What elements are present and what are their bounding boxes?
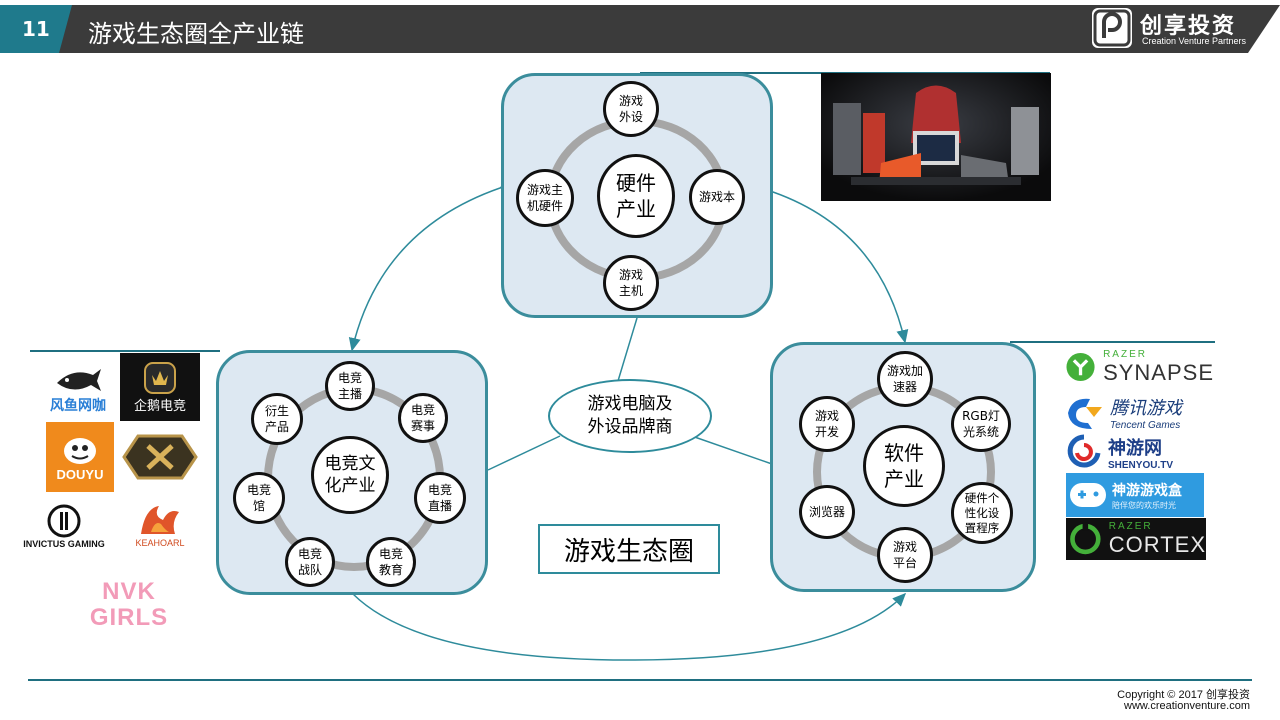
software-node-accelerator: 游戏加 速器 <box>877 351 933 407</box>
connector-software-ellipse <box>685 433 773 465</box>
software-node-platform: 游戏 平台 <box>877 527 933 583</box>
hardware-node-peripherals: 游戏 外设 <box>603 81 659 137</box>
software-node-customization: 硬件个 性化设 置程序 <box>951 482 1013 544</box>
esports-node-team: 电竞 战队 <box>285 537 335 587</box>
logo-invictus: INVICTUS GAMING <box>22 495 106 557</box>
hardware-node-pc-hardware: 游戏主 机硬件 <box>516 169 574 227</box>
brand-maker-ellipse: 游戏电脑及 外设品牌商 <box>548 379 712 453</box>
logo-fish-cafe: 风鱼网咖 <box>40 360 116 420</box>
brand-icon <box>1092 8 1132 48</box>
software-node-dev: 游戏 开发 <box>799 396 855 452</box>
header-background <box>0 5 1280 53</box>
connector-esports-ellipse <box>487 435 561 471</box>
logo-nvk-girls: NVK GIRLS <box>64 572 194 638</box>
logo-shenyou-box-text: 神游游戏盒 <box>1112 481 1182 498</box>
brand-name: 创享投资 <box>1140 14 1237 39</box>
logo-razer-cortex: RAZER CORTEX <box>1066 518 1206 560</box>
hardware-photo <box>821 73 1051 201</box>
connector-hardware-ellipse <box>617 317 638 382</box>
logo-nvk-girls-text: NVK GIRLS <box>89 578 169 631</box>
footer-url: www.creationventure.com <box>1124 700 1250 712</box>
logo-tencent-games-en: Tencent Games <box>1110 419 1181 431</box>
logo-penguin-esports-text: 企鹅电竞 <box>133 397 186 413</box>
esports-node-venue: 电竞 馆 <box>233 472 285 524</box>
brand-logo: 创享投资 Creation Venture Partners <box>1092 8 1262 50</box>
esports-node-events: 电竞 赛事 <box>398 393 448 443</box>
logo-shenyou-en: SHENYOU.TV <box>1108 459 1174 471</box>
logo-shenyou: 神游网 SHENYOU.TV <box>1064 433 1204 471</box>
slide-number: 11 <box>0 5 72 53</box>
esports-node-broadcast: 电竞 直播 <box>414 472 466 524</box>
logo-shenyou-box-sub: 陪伴您的欢乐时光 <box>1112 500 1176 510</box>
software-node-rgb: RGB灯 光系统 <box>951 396 1011 452</box>
header-bar: 11 游戏生态圈全产业链 创享投资 Creation Venture Partn… <box>0 0 1280 58</box>
footer-copyright: Copyright © 2017 创享投资 <box>1117 689 1250 701</box>
logo-douyu-text: DOUYU <box>56 466 104 482</box>
logo-douyu: DOUYU <box>46 422 114 492</box>
logo-razer-cortex-text: CORTEX <box>1108 531 1206 557</box>
software-node-browser: 浏览器 <box>799 485 855 539</box>
esports-node-education: 电竞 教育 <box>366 537 416 587</box>
esports-center: 电竞文 化产业 <box>311 436 389 514</box>
hardware-node-console: 游戏 主机 <box>603 255 659 311</box>
logo-razer-synapse-brand: RAZER <box>1103 348 1147 360</box>
logo-razer-synapse-text: SYNAPSE <box>1103 359 1214 385</box>
logo-invictus-text: INVICTUS GAMING <box>23 539 105 549</box>
arrow-hardware-esports <box>348 178 514 352</box>
page-title: 游戏生态圈全产业链 <box>88 20 304 48</box>
logo-tencent-games-cn: 腾讯游戏 <box>1110 397 1182 418</box>
logo-tencent-games: 腾讯游戏 Tencent Games <box>1064 392 1204 432</box>
logo-razer-cortex-brand: RAZER <box>1108 520 1153 532</box>
hardware-center: 硬件 产业 <box>597 154 675 238</box>
brand-subtitle: Creation Venture Partners <box>1142 36 1247 46</box>
arrow-hardware-software <box>759 182 909 344</box>
logo-razer-synapse: RAZER SYNAPSE <box>1064 347 1214 387</box>
logo-shenyou-box: 神游游戏盒 陪伴您的欢乐时光 <box>1066 473 1204 517</box>
rule-right <box>1010 341 1215 343</box>
logo-gold-emblem <box>118 428 202 486</box>
rule-bottom <box>28 679 1252 681</box>
software-center: 软件 产业 <box>863 425 945 507</box>
ecosystem-label: 游戏生态圈 <box>538 524 720 574</box>
logo-penguin-esports: 企鹅电竞 <box>120 353 200 421</box>
arrow-esports-software <box>340 581 907 661</box>
esports-node-streamer: 电竞 主播 <box>325 361 375 411</box>
logo-keahoarl: KEAHOARL <box>108 495 212 555</box>
logo-shenyou-cn: 神游网 <box>1108 437 1162 458</box>
logo-keahoarl-text: KEAHOARL <box>135 538 185 548</box>
rule-left <box>30 350 220 352</box>
hardware-node-laptop: 游戏本 <box>689 169 745 225</box>
esports-node-merch: 衍生 产品 <box>251 393 303 445</box>
logo-fish-cafe-text: 风鱼网咖 <box>50 397 106 413</box>
